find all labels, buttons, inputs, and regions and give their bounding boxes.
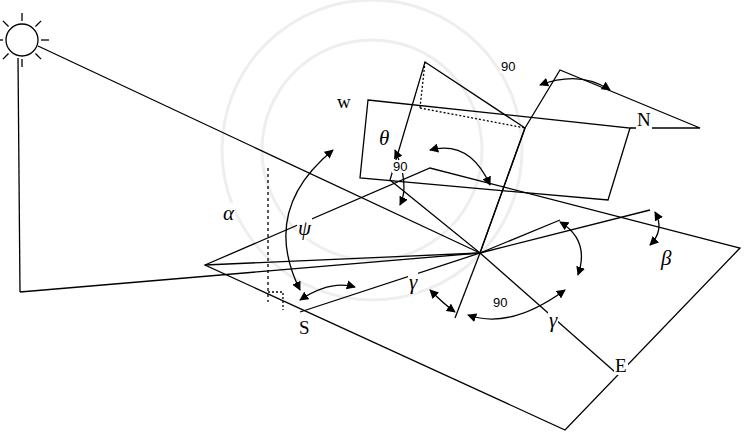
angle-label: w bbox=[336, 92, 352, 111]
sun-ray bbox=[3, 53, 9, 59]
angle-label: N bbox=[636, 110, 652, 129]
sun-ray bbox=[41, 39, 49, 40]
sun-ray bbox=[3, 21, 9, 27]
angle-value: 90 bbox=[392, 160, 408, 173]
angle-label: γ bbox=[548, 310, 558, 331]
angle-value: 90 bbox=[500, 60, 516, 73]
angle-label: θ bbox=[378, 128, 390, 149]
angle-label: β bbox=[660, 248, 672, 269]
sun-ray bbox=[0, 39, 3, 40]
angle-value: 90 bbox=[492, 296, 508, 309]
angle-label: S bbox=[298, 318, 311, 337]
angle-label: E bbox=[614, 356, 628, 375]
sun-ray bbox=[21, 59, 22, 67]
angle-label: α bbox=[222, 203, 235, 224]
angle-label: ψ bbox=[297, 218, 312, 239]
sun-ray bbox=[21, 13, 22, 21]
sun-ray bbox=[35, 53, 41, 59]
angle-label: γ bbox=[408, 272, 418, 293]
sun-ray bbox=[35, 21, 41, 27]
